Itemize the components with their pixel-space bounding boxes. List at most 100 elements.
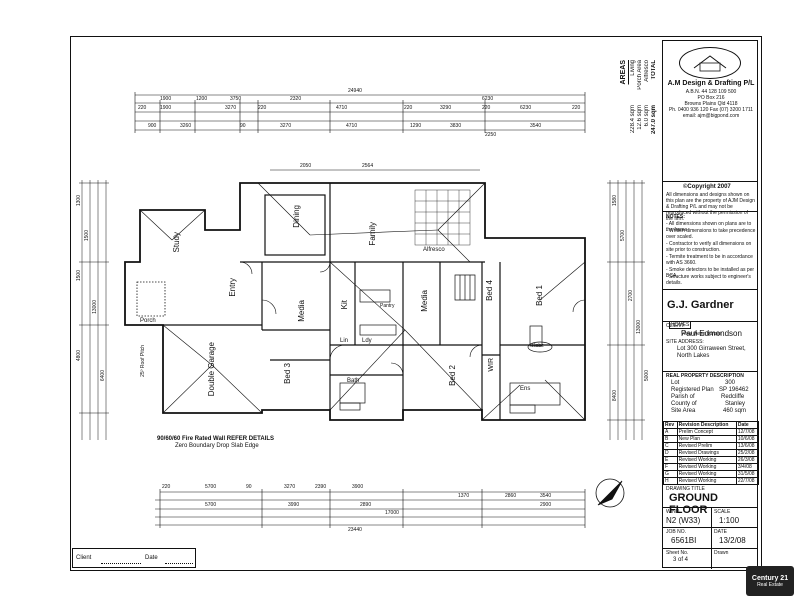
dim-text: 1290 — [410, 123, 422, 129]
table-cell: Prelim Concept — [676, 428, 737, 436]
dim-text: 1580 — [612, 195, 618, 207]
north-arrow — [595, 478, 625, 508]
room-label-alfresco: Alfresco — [423, 247, 445, 253]
sheet-label: Sheet No. — [666, 550, 689, 556]
zero-lot-note: Zero Boundary Drop Slab Edge — [175, 443, 259, 449]
area-row-value: 247.0 sqm — [651, 105, 657, 135]
dim-text: 3540 — [530, 123, 542, 129]
builder-logo: G.J. Gardner HOMES View these homes — [667, 295, 753, 337]
divider — [711, 507, 712, 569]
room-label-wir: WIR — [488, 358, 495, 372]
porch-hatch — [136, 281, 166, 317]
roof-pitch-note: 25º Roof Pitch — [140, 345, 146, 377]
dim-text: 1370 — [458, 493, 470, 499]
dim-text: 4710 — [346, 123, 358, 129]
table-cell: 26/3/08 — [735, 456, 760, 464]
alfresco-tiles — [414, 189, 471, 246]
dim-text: 2250 — [485, 132, 497, 138]
dim-text: 6230 — [482, 96, 494, 102]
company-name: A.M Design & Drafting P/L — [667, 80, 755, 87]
dim-text: 3830 — [450, 123, 462, 129]
dim-text: 3260 — [180, 123, 192, 129]
divider — [663, 211, 757, 212]
room-label-dining: Dining — [292, 205, 301, 228]
notes-title: NOTES: — [666, 214, 685, 220]
dim-text: 2900 — [540, 502, 552, 508]
table-cell: 10/6/08 — [735, 435, 760, 443]
room-label-media: Media — [297, 300, 306, 322]
copyright: ©Copyright 2007 — [683, 184, 731, 190]
dim-text: 1500 — [76, 270, 82, 282]
property-value: Stanley — [725, 401, 746, 407]
property-key: Lot — [671, 380, 680, 386]
divider — [663, 507, 757, 508]
divider — [663, 321, 757, 322]
room-label-kitchen: Kit — [340, 300, 349, 310]
area-row-value: 228.4 sqm — [630, 105, 636, 134]
dim-text: 5700 — [205, 502, 217, 508]
table-row: Rev Revision Description Date — [663, 421, 760, 429]
room-label-garage: Double Garage — [207, 342, 216, 397]
drawing-title-label: DRAWING TITLE — [666, 486, 705, 492]
table-header: Date — [735, 421, 760, 429]
company-town: Browns Plains Qld 4118 — [684, 101, 738, 107]
table-cell: E — [663, 456, 678, 464]
dim-text: 3290 — [440, 105, 452, 111]
room-label-bed2: Bed 2 — [448, 365, 457, 386]
table-cell: G — [663, 470, 678, 478]
dim-text: 13000 — [92, 300, 98, 314]
wind-rating: N2 (W33) — [666, 516, 701, 525]
table-cell: 3/4/08 — [735, 463, 760, 471]
company-po: PO Box 216 — [697, 95, 725, 101]
drawn-label: Drawn — [714, 550, 729, 556]
property-value: Redcliffe — [721, 394, 745, 400]
property-value: SP 196462 — [719, 387, 749, 393]
dim-text: 1900 — [160, 105, 172, 111]
dim-text: 5700 — [620, 230, 626, 242]
table-cell: 12/7/08 — [735, 428, 760, 436]
title-block: A.M Design & Drafting P/L A.B.N. 44 128 … — [662, 40, 760, 569]
note-item: - All dimensions shown on plans are to t… — [666, 221, 752, 233]
ensuite-basin — [527, 341, 553, 353]
room-label-ensuite: Ens — [520, 386, 531, 392]
area-row-label: Alfresco — [644, 60, 650, 82]
property-key: Site Area — [671, 408, 696, 414]
dim-text: 220 — [162, 484, 171, 490]
dim-text: 90 — [240, 123, 246, 129]
date-signoff-label: Date — [145, 555, 158, 561]
company-abn: A.B.N. 44 128 109 500 — [685, 89, 737, 95]
company-logo — [679, 47, 741, 79]
bed1-bath — [529, 325, 543, 347]
table-cell: Revised Working — [676, 463, 737, 471]
area-row-value: 6.0 sqm — [644, 105, 650, 127]
drawing-sheet-border — [70, 36, 762, 571]
divider — [663, 484, 757, 485]
room-label-bed3: Bed 3 — [283, 363, 292, 384]
room-label-media-2: Media — [420, 290, 429, 312]
room-label-bed1: Bed 1 — [535, 285, 544, 306]
table-cell: Revised Drawings — [676, 449, 737, 457]
property-title: REAL PROPERTY DESCRIPTION — [666, 373, 744, 379]
area-row-value: 12.6 sqm — [637, 105, 643, 130]
room-label-robe: Robe — [532, 343, 544, 349]
company-email: email: ajm@bigpond.com — [682, 113, 740, 119]
property-value: 460 sqm — [723, 408, 747, 414]
dim-text: 3270 — [284, 484, 296, 490]
areas-title: AREAS — [620, 60, 627, 85]
area-row-label: TOTAL — [651, 60, 657, 80]
divider — [663, 289, 757, 290]
scale-label: SCALE — [714, 509, 731, 515]
dim-text: 17000 — [385, 510, 399, 516]
watermark-brand: Century 21 — [751, 574, 789, 582]
property-key: Registered Plan — [671, 387, 714, 393]
builder-name: G.J. Gardner — [667, 299, 734, 311]
dim-text: 3900 — [352, 484, 364, 490]
areas-block: AREAS Living 228.4 sqm Porch Area 12.6 s… — [618, 60, 660, 160]
table-cell: Revised Working — [676, 456, 737, 464]
room-label-family: Family — [368, 222, 377, 246]
date-label: DATE — [714, 529, 727, 535]
dim-text: 1900 — [160, 96, 172, 102]
dim-text: 2320 — [290, 96, 302, 102]
